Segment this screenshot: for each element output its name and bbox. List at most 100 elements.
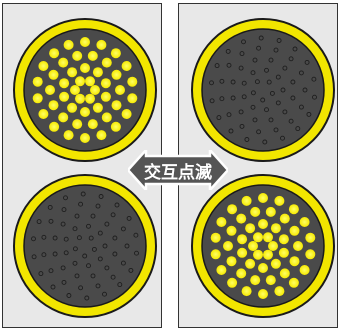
lamp-face <box>24 185 146 307</box>
led-lit <box>250 275 260 285</box>
led-lit <box>111 122 121 132</box>
led-lit <box>268 241 278 251</box>
led-lit <box>211 249 221 259</box>
led-lit <box>211 233 221 243</box>
lamp-face <box>202 29 324 151</box>
led-lit <box>227 226 237 236</box>
led-lit <box>227 256 237 266</box>
led-lit <box>67 67 77 77</box>
led-lit <box>111 48 121 58</box>
led-lit <box>88 119 98 129</box>
led-lit <box>80 107 90 117</box>
lamp-top-left-on-icon <box>11 16 159 164</box>
led-lit <box>80 63 90 73</box>
led-lit <box>271 223 281 233</box>
led-lit <box>64 130 74 140</box>
led-lit <box>263 250 273 260</box>
led-lit <box>290 256 300 266</box>
led-lit <box>96 40 106 50</box>
led-lit <box>38 109 48 119</box>
led-lit <box>280 214 290 224</box>
led-lit <box>290 226 300 236</box>
led-lit <box>70 85 80 95</box>
led-lit <box>258 263 268 273</box>
led-lit <box>75 94 85 104</box>
led-lit <box>280 268 290 278</box>
led-lit <box>80 37 90 47</box>
led-lit <box>72 51 82 61</box>
led-lit <box>245 223 255 233</box>
led-lit <box>289 204 299 214</box>
led-lit <box>223 241 233 251</box>
led-lit <box>33 93 43 103</box>
led-lit <box>253 232 263 242</box>
led-lit <box>122 61 132 71</box>
lamp-face <box>202 185 324 307</box>
led-lit <box>300 265 310 275</box>
led-lit <box>96 130 106 140</box>
lamp-top-right-off-icon <box>189 16 337 164</box>
lamp-bottom-left-off-icon <box>11 172 159 320</box>
led-lit <box>115 85 125 95</box>
led-lit <box>216 217 226 227</box>
led-lit <box>266 275 276 285</box>
led-lit <box>305 233 315 243</box>
led-lit <box>266 207 276 217</box>
led-lit <box>72 119 82 129</box>
led-lit <box>102 112 112 122</box>
led-lit <box>93 103 103 113</box>
led-lit <box>112 100 122 110</box>
led-lit <box>237 248 247 258</box>
led-lit <box>49 122 59 132</box>
led-lit <box>122 109 132 119</box>
led-lit <box>80 133 90 143</box>
led-lit <box>245 259 255 269</box>
led-lit <box>67 103 77 113</box>
alternate-flashing-label: 交互点滅 <box>128 150 228 190</box>
led-lit <box>49 100 59 110</box>
led-lit <box>250 207 260 217</box>
led-lit <box>242 196 252 206</box>
led-lit <box>127 93 137 103</box>
led-lit <box>127 77 137 87</box>
led-lit <box>258 219 268 229</box>
lamp-bottom-right-on-icon <box>189 172 337 320</box>
led-lit <box>64 40 74 50</box>
led-lit <box>59 92 69 102</box>
led-lit <box>45 85 55 95</box>
led-lit <box>90 85 100 95</box>
led-lit <box>279 234 289 244</box>
led-lit <box>49 70 59 80</box>
led-lit <box>300 217 310 227</box>
led-lit <box>75 76 85 86</box>
led-lit <box>93 67 103 77</box>
led-lit <box>237 234 247 244</box>
led-lit <box>216 265 226 275</box>
led-lit <box>289 278 299 288</box>
led-lit <box>258 289 268 299</box>
lamp-face <box>24 29 146 151</box>
led-lit <box>242 286 252 296</box>
led-lit <box>101 92 111 102</box>
led-lit <box>236 268 246 278</box>
led-lit <box>305 249 315 259</box>
led-lit <box>279 248 289 258</box>
led-lit <box>263 232 273 242</box>
led-lit <box>88 51 98 61</box>
led-lit <box>274 196 284 206</box>
led-lit <box>253 250 263 260</box>
led-lit <box>293 241 303 251</box>
led-lit <box>85 76 95 86</box>
led-lit <box>59 78 69 88</box>
led-lit <box>101 78 111 88</box>
led-lit <box>248 241 258 251</box>
led-lit <box>274 286 284 296</box>
led-lit <box>85 94 95 104</box>
led-lit <box>112 70 122 80</box>
led-lit <box>227 204 237 214</box>
led-lit <box>271 259 281 269</box>
led-lit <box>49 48 59 58</box>
led-lit <box>58 58 68 68</box>
led-lit <box>33 77 43 87</box>
led-lit <box>236 214 246 224</box>
